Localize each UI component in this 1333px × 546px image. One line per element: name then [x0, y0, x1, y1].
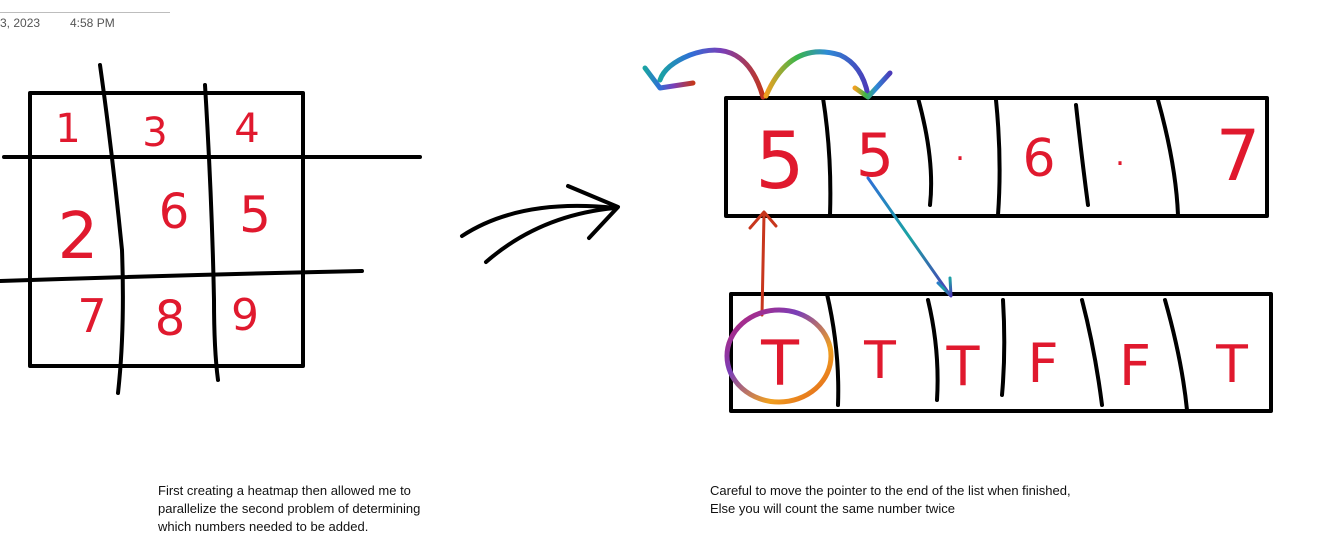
bottom-list-item: F — [1119, 334, 1151, 399]
note-left-line: which numbers needed to be added. — [158, 519, 369, 534]
bottom-list-divider — [1163, 298, 1189, 412]
header-divider — [0, 12, 170, 13]
top-list-item: 5 — [755, 117, 805, 207]
grid-cell: 6 — [159, 184, 190, 240]
top-list — [724, 96, 1269, 218]
transform-arrow — [460, 184, 620, 264]
grid-cell: 7 — [77, 289, 106, 343]
note-right: Careful to move the pointer to the end o… — [710, 482, 1071, 518]
bottom-list-items: T T T F F T — [760, 327, 1248, 400]
bottom-list-item: T — [863, 331, 896, 391]
note-right-line: Else you will count the same number twic… — [710, 501, 955, 516]
top-list-divider — [916, 96, 934, 207]
bottom-list-border — [729, 292, 1273, 413]
bottom-list-item: T — [1215, 335, 1248, 395]
bottom-list-divider — [825, 292, 841, 407]
note-left: First creating a heatmap then allowed me… — [158, 482, 420, 536]
bottom-list-item: T — [760, 327, 800, 400]
top-list-items: 5 5 . 6 . 7 — [755, 115, 1260, 207]
bottom-list-item: T — [946, 335, 981, 398]
top-list-divider — [994, 98, 1002, 217]
top-list-divider — [821, 96, 833, 217]
grid-cell: 1 — [55, 106, 80, 152]
grid-cell: 8 — [155, 291, 186, 347]
header-time: 4:58 PM — [70, 16, 115, 30]
highlight-circle — [724, 307, 834, 405]
grid-cells: 1 3 4 2 6 5 7 8 9 — [55, 106, 271, 347]
grid-cell: 2 — [58, 200, 99, 274]
note-right-line: Careful to move the pointer to the end o… — [710, 483, 1071, 498]
grid-line-v2 — [203, 83, 220, 382]
grid-border — [28, 91, 305, 368]
top-list-divider — [1074, 103, 1090, 207]
bottom-list-divider — [926, 298, 940, 402]
bottom-list-item: F — [1027, 332, 1058, 395]
note-left-line: parallelize the second problem of determ… — [158, 501, 421, 516]
bottom-list — [729, 292, 1273, 413]
grid-line-h2 — [0, 269, 364, 283]
pointer-arrows — [642, 47, 953, 405]
grid-cell: 5 — [239, 186, 271, 244]
top-list-item: 6 — [1022, 129, 1055, 189]
grid-line-v1 — [98, 63, 125, 395]
grid-cell: 3 — [142, 110, 167, 156]
grid-cell: 4 — [234, 106, 259, 152]
top-list-item: 5 — [856, 121, 894, 191]
note-left-line: First creating a heatmap then allowed me… — [158, 483, 411, 498]
heatmap-grid — [0, 63, 422, 395]
top-list-divider — [1156, 98, 1180, 217]
grid-cell: 9 — [231, 290, 259, 341]
bottom-list-divider — [1080, 298, 1104, 407]
top-list-item: . — [1115, 138, 1125, 173]
top-list-item: . — [955, 133, 965, 168]
top-list-item: 7 — [1216, 115, 1261, 197]
bottom-list-divider — [1000, 298, 1007, 397]
header-date: 3, 2023 — [0, 16, 41, 30]
